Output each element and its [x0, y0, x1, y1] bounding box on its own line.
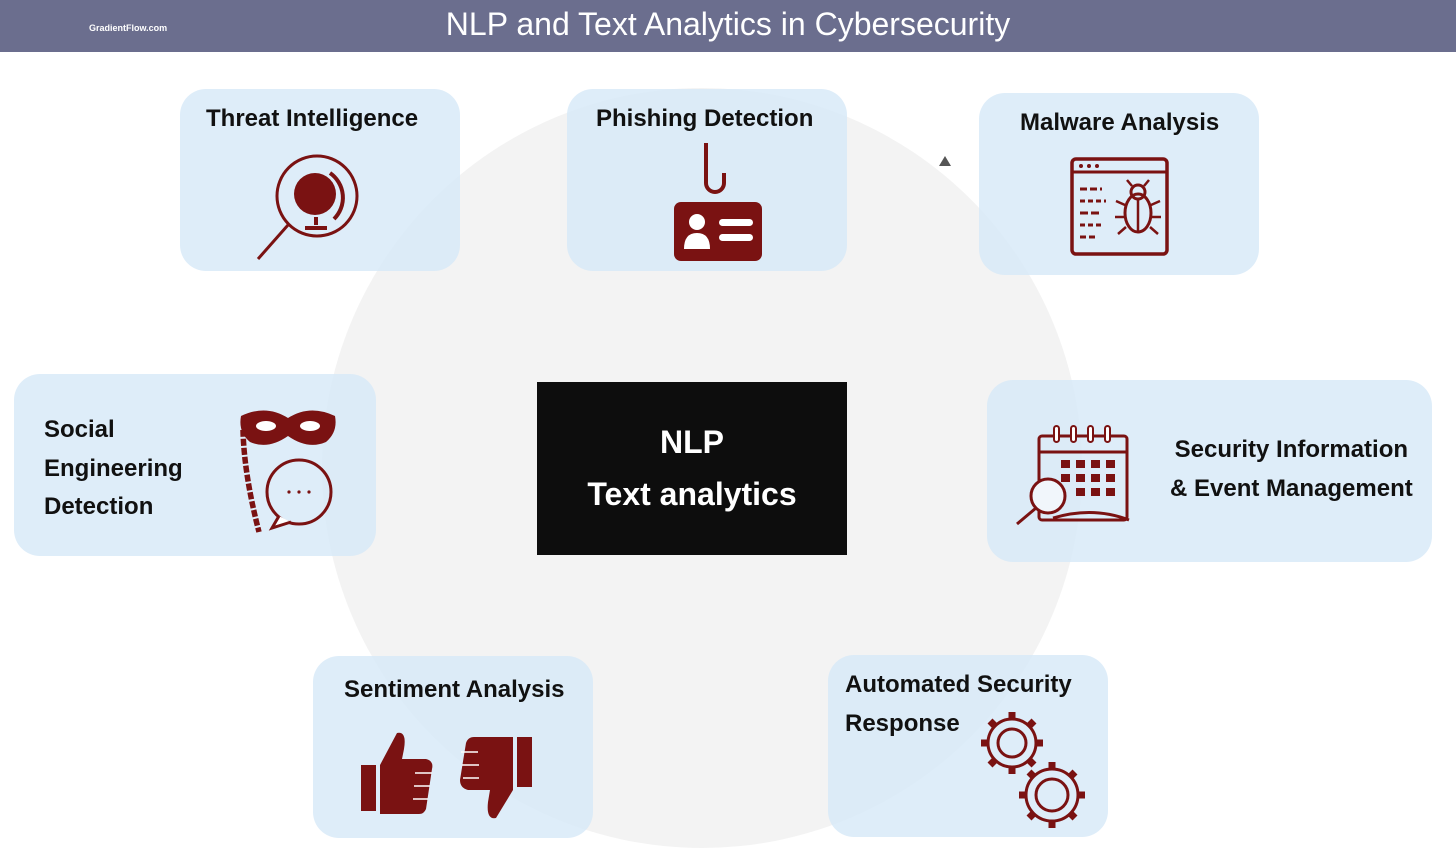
card-malware-analysis: Malware Analysis: [979, 93, 1259, 275]
gears-icon: [981, 712, 1085, 828]
arrow-marker-icon: [939, 156, 951, 166]
card-label-threat-intelligence: Threat Intelligence: [206, 105, 419, 132]
globe-magnifier-icon: [256, 154, 359, 260]
brand-label: GradientFlow.com: [89, 23, 168, 33]
card-phishing-detection: Phishing Detection: [567, 89, 847, 271]
code-window-bug-icon: [1070, 157, 1169, 256]
card-label-phishing-detection: Phishing Detection: [596, 105, 814, 132]
page-title: NLP and Text Analytics in Cybersecurity: [445, 6, 1011, 42]
card-label-security-information-event-management: Security Information & Event Management: [1170, 436, 1413, 502]
center-label-text-analytics: Text analytics: [587, 476, 797, 512]
card-automated-security-response: Automated Security Response: [828, 655, 1108, 837]
hook-id-card-icon: [674, 143, 762, 261]
card-threat-intelligence: Threat Intelligence: [180, 89, 460, 271]
card-label-sentiment-analysis: Sentiment Analysis: [344, 676, 565, 703]
card-social-engineering-detection: Social Engineering Detection: [14, 374, 376, 556]
header-bar: GradientFlow.com NLP and Text Analytics …: [0, 0, 1456, 52]
card-label-malware-analysis: Malware Analysis: [1020, 109, 1220, 136]
center-label-nlp: NLP: [660, 424, 724, 460]
thumbs-up-icon: [361, 732, 433, 814]
card-label-social-engineering-detection: Social Engineering Detection: [44, 416, 183, 520]
card-security-information-event-management: Security Information & Event Management: [987, 380, 1432, 562]
card-label-automated-security-response: Automated Security Response: [845, 671, 1072, 737]
mask-speech-bubble-icon: [240, 410, 336, 533]
thumbs-down-icon: [460, 737, 532, 819]
center-box: NLP Text analytics: [537, 382, 847, 555]
card-sentiment-analysis: Sentiment Analysis: [313, 656, 593, 838]
calendar-magnifier-icon: [1016, 425, 1130, 526]
